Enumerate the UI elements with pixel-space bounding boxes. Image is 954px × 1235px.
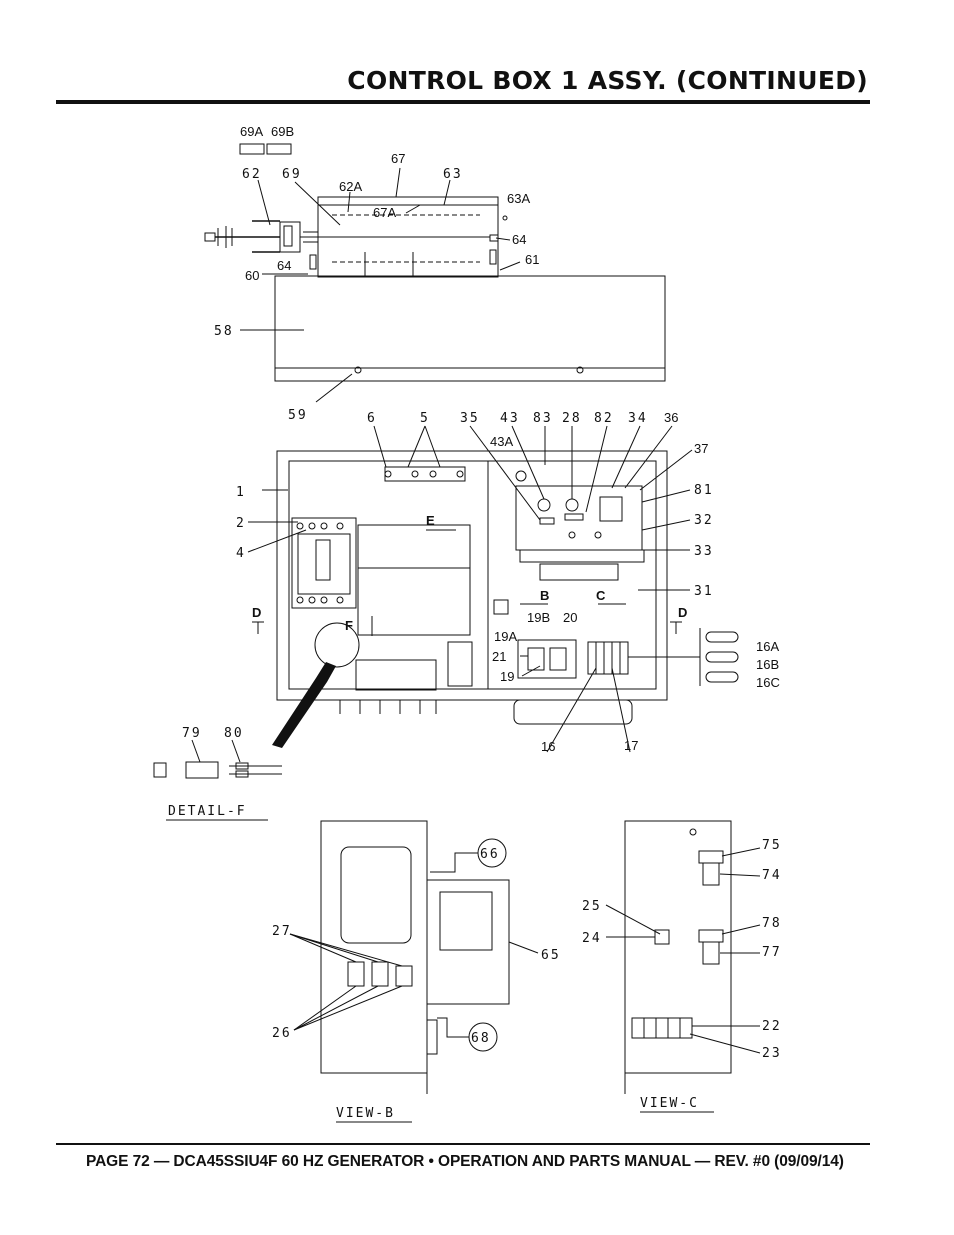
callout-27: 27	[272, 924, 292, 939]
callout-4: 4	[236, 546, 246, 561]
callout-16: 16	[541, 739, 555, 754]
callout-35: 35	[460, 411, 480, 426]
callout-43: 43	[500, 411, 520, 426]
callout-22: 22	[762, 1019, 782, 1034]
callout-78: 78	[762, 916, 782, 931]
callout-77: 77	[762, 945, 782, 960]
callout-61: 61	[525, 252, 539, 267]
callout-24: 24	[582, 931, 602, 946]
callout-28: 28	[562, 411, 582, 426]
callout-19b: 19B	[527, 610, 550, 625]
view-letter-d-right: D	[678, 605, 687, 620]
view-letter-c: C	[596, 588, 606, 603]
callout-79: 79	[182, 726, 202, 741]
callout-32: 32	[694, 513, 714, 528]
callout-34: 34	[628, 411, 648, 426]
header-rule	[56, 100, 870, 104]
view-letter-f: F	[345, 618, 353, 633]
callout-16c: 16C	[756, 675, 780, 690]
callout-68: 68	[471, 1031, 491, 1046]
view-letter-d-left: D	[252, 605, 261, 620]
top-assembly	[204, 143, 666, 403]
callout-66: 66	[480, 847, 500, 862]
footer-rule	[56, 1143, 870, 1145]
callout-25: 25	[582, 899, 602, 914]
callout-37: 37	[694, 441, 708, 456]
callout-36: 36	[664, 410, 678, 425]
callout-33: 33	[694, 544, 714, 559]
callout-64-left: 64	[277, 258, 291, 273]
caption-detail-f: DETAIL-F	[168, 804, 247, 819]
view-b	[289, 820, 539, 1123]
callout-31: 31	[694, 584, 714, 599]
callout-20: 20	[563, 610, 577, 625]
callout-69a: 69A	[240, 124, 263, 139]
callout-16b: 16B	[756, 657, 779, 672]
caption-view-c: VIEW-C	[640, 1096, 699, 1111]
callout-16a: 16A	[756, 639, 779, 654]
callout-62: 62	[242, 167, 262, 182]
callout-63: 63	[443, 167, 463, 182]
callout-43a: 43A	[490, 434, 513, 449]
callout-69b: 69B	[271, 124, 294, 139]
callout-64-right: 64	[512, 232, 526, 247]
callout-5: 5	[420, 411, 430, 426]
callout-67a: 67A	[373, 205, 396, 220]
page-title: CONTROL BOX 1 ASSY. (CONTINUED)	[347, 66, 868, 95]
callout-67: 67	[391, 151, 405, 166]
view-c	[605, 820, 761, 1113]
callout-21: 21	[492, 649, 506, 664]
callout-26: 26	[272, 1026, 292, 1041]
callout-58: 58	[214, 324, 234, 339]
callout-74: 74	[762, 868, 782, 883]
callout-60: 60	[245, 268, 259, 283]
view-letter-b: B	[540, 588, 549, 603]
callout-80: 80	[224, 726, 244, 741]
callout-19: 19	[500, 669, 514, 684]
callout-59: 59	[288, 408, 308, 423]
callout-63a: 63A	[507, 191, 530, 206]
callout-23: 23	[762, 1046, 782, 1061]
view-letter-e: E	[426, 513, 435, 528]
callout-81: 81	[694, 483, 714, 498]
callout-17: 17	[624, 738, 638, 753]
callout-83: 83	[533, 411, 553, 426]
callout-2: 2	[236, 516, 246, 531]
callout-69: 69	[282, 167, 302, 182]
callout-6: 6	[367, 411, 377, 426]
callout-62a: 62A	[339, 179, 362, 194]
callout-19a: 19A	[494, 629, 517, 644]
callout-65: 65	[541, 948, 561, 963]
callout-82: 82	[594, 411, 614, 426]
page-footer: PAGE 72 — DCA45SSIU4F 60 HZ GENERATOR • …	[86, 1153, 844, 1170]
callout-1: 1	[236, 485, 246, 500]
callout-75: 75	[762, 838, 782, 853]
main-control-box	[247, 425, 739, 753]
detail-f	[153, 739, 282, 821]
caption-view-b: VIEW-B	[336, 1106, 395, 1121]
